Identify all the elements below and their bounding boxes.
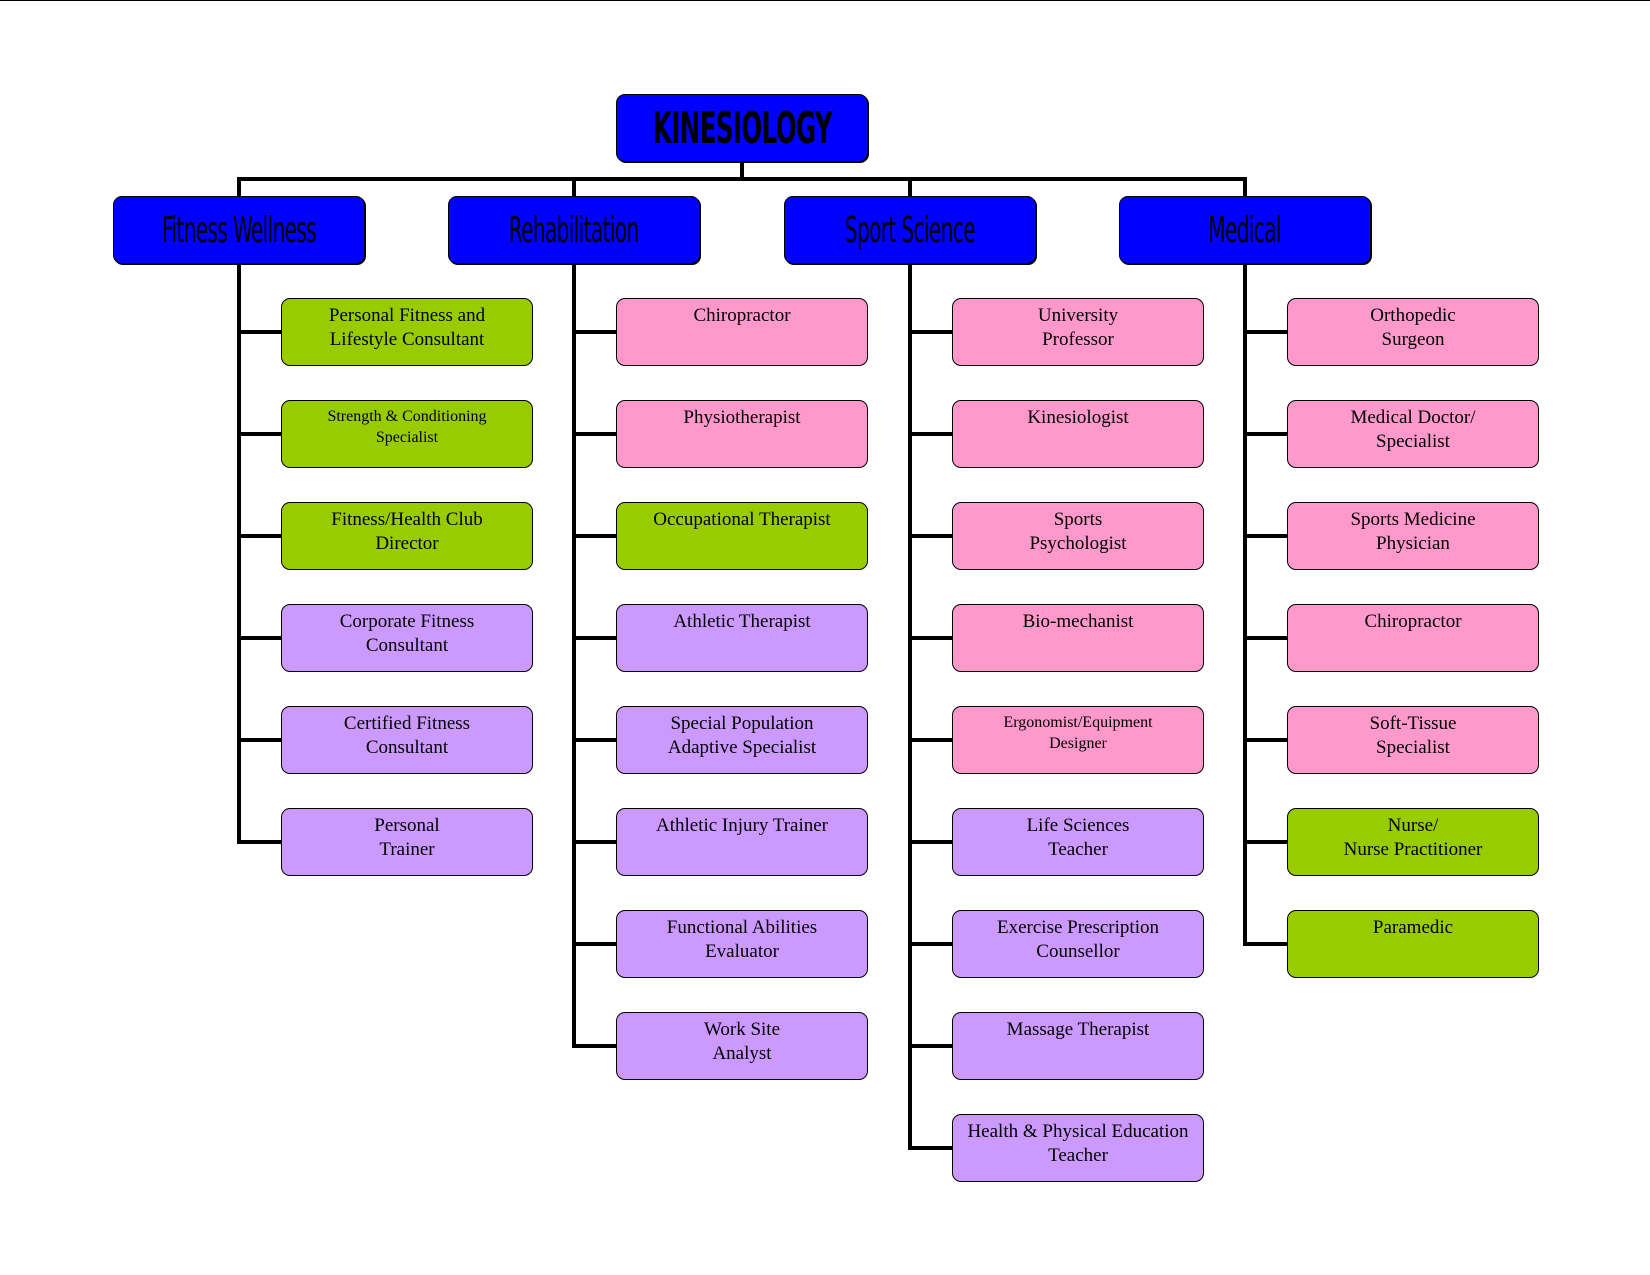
role-label: Orthopedic Surgeon — [1370, 305, 1456, 350]
role-box: Personal Trainer — [281, 808, 533, 876]
role-label: Massage Therapist — [1006, 1019, 1150, 1040]
role-box: Life Sciences Teacher — [952, 808, 1204, 876]
role-label: Paramedic — [1372, 917, 1454, 938]
role-box: Medical Doctor/ Specialist — [1287, 400, 1539, 468]
root-title: KINESIOLOGY — [652, 102, 832, 154]
role-label: Work Site Analyst — [703, 1019, 781, 1064]
role-label: Exercise Prescription Counsellor — [997, 917, 1159, 962]
role-box: Kinesiologist — [952, 400, 1204, 468]
role-box: Physiotherapist — [616, 400, 868, 468]
role-box: Soft-Tissue Specialist — [1287, 706, 1539, 774]
role-box: Chiropractor — [616, 298, 868, 366]
role-label: Life Sciences Teacher — [1026, 815, 1130, 860]
role-box: Nurse/ Nurse Practitioner — [1287, 808, 1539, 876]
role-box: Work Site Analyst — [616, 1012, 868, 1080]
category-fitness-wellness: Fitness Wellness — [113, 196, 365, 264]
role-label: Athletic Injury Trainer — [655, 815, 829, 836]
role-label: Health & Physical Education Teacher — [967, 1121, 1189, 1166]
category-title: Fitness Wellness — [162, 209, 317, 251]
role-box: Fitness/Health Club Director — [281, 502, 533, 570]
role-box: Occupational Therapist — [616, 502, 868, 570]
category-title: Rehabilitation — [509, 209, 639, 251]
role-box: Sports Medicine Physician — [1287, 502, 1539, 570]
role-box: Chiropractor — [1287, 604, 1539, 672]
top-rule — [0, 0, 1650, 1]
role-label: Personal Fitness and Lifestyle Consultan… — [328, 305, 486, 350]
role-label: Sports Psychologist — [1029, 509, 1127, 554]
role-label: Athletic Therapist — [673, 611, 811, 632]
role-box: University Professor — [952, 298, 1204, 366]
role-label: Functional Abilities Evaluator — [666, 917, 818, 962]
root-node: KINESIOLOGY — [616, 94, 868, 162]
role-label: Certified Fitness Consultant — [343, 713, 471, 758]
role-label: Physiotherapist — [683, 407, 801, 428]
role-label: Special Population Adaptive Specialist — [667, 713, 817, 758]
category-medical: Medical — [1119, 196, 1371, 264]
role-box: Paramedic — [1287, 910, 1539, 978]
role-box: Certified Fitness Consultant — [281, 706, 533, 774]
role-box: Personal Fitness and Lifestyle Consultan… — [281, 298, 533, 366]
role-label: Chiropractor — [693, 305, 791, 326]
role-label: Sports Medicine Physician — [1350, 509, 1476, 554]
category-rehabilitation: Rehabilitation — [448, 196, 700, 264]
role-box: Athletic Therapist — [616, 604, 868, 672]
role-label: Corporate Fitness Consultant — [339, 611, 475, 656]
role-label: University Professor — [1037, 305, 1119, 350]
role-label: Medical Doctor/ Specialist — [1350, 407, 1476, 452]
role-box: Special Population Adaptive Specialist — [616, 706, 868, 774]
role-box: Sports Psychologist — [952, 502, 1204, 570]
category-sport-science: Sport Science — [784, 196, 1036, 264]
category-title: Sport Science — [844, 209, 976, 251]
role-label: Ergonomist/Equipment Designer — [1003, 714, 1153, 752]
role-label: Kinesiologist — [1027, 407, 1129, 428]
role-box: Orthopedic Surgeon — [1287, 298, 1539, 366]
role-label: Fitness/Health Club Director — [331, 509, 483, 554]
role-box: Functional Abilities Evaluator — [616, 910, 868, 978]
role-box: Health & Physical Education Teacher — [952, 1114, 1204, 1182]
role-box: Massage Therapist — [952, 1012, 1204, 1080]
role-box: Exercise Prescription Counsellor — [952, 910, 1204, 978]
category-title: Medical — [1208, 209, 1282, 251]
role-label: Occupational Therapist — [653, 509, 831, 530]
role-label: Bio-mechanist — [1022, 611, 1134, 632]
role-label: Chiropractor — [1364, 611, 1462, 632]
role-label: Personal Trainer — [374, 815, 440, 860]
role-label: Strength & Conditioning Specialist — [327, 408, 487, 446]
role-box: Ergonomist/Equipment Designer — [952, 706, 1204, 774]
role-label: Nurse/ Nurse Practitioner — [1343, 815, 1483, 860]
role-box: Athletic Injury Trainer — [616, 808, 868, 876]
role-box: Strength & Conditioning Specialist — [281, 400, 533, 468]
role-box: Bio-mechanist — [952, 604, 1204, 672]
role-box: Corporate Fitness Consultant — [281, 604, 533, 672]
role-label: Soft-Tissue Specialist — [1369, 713, 1457, 758]
